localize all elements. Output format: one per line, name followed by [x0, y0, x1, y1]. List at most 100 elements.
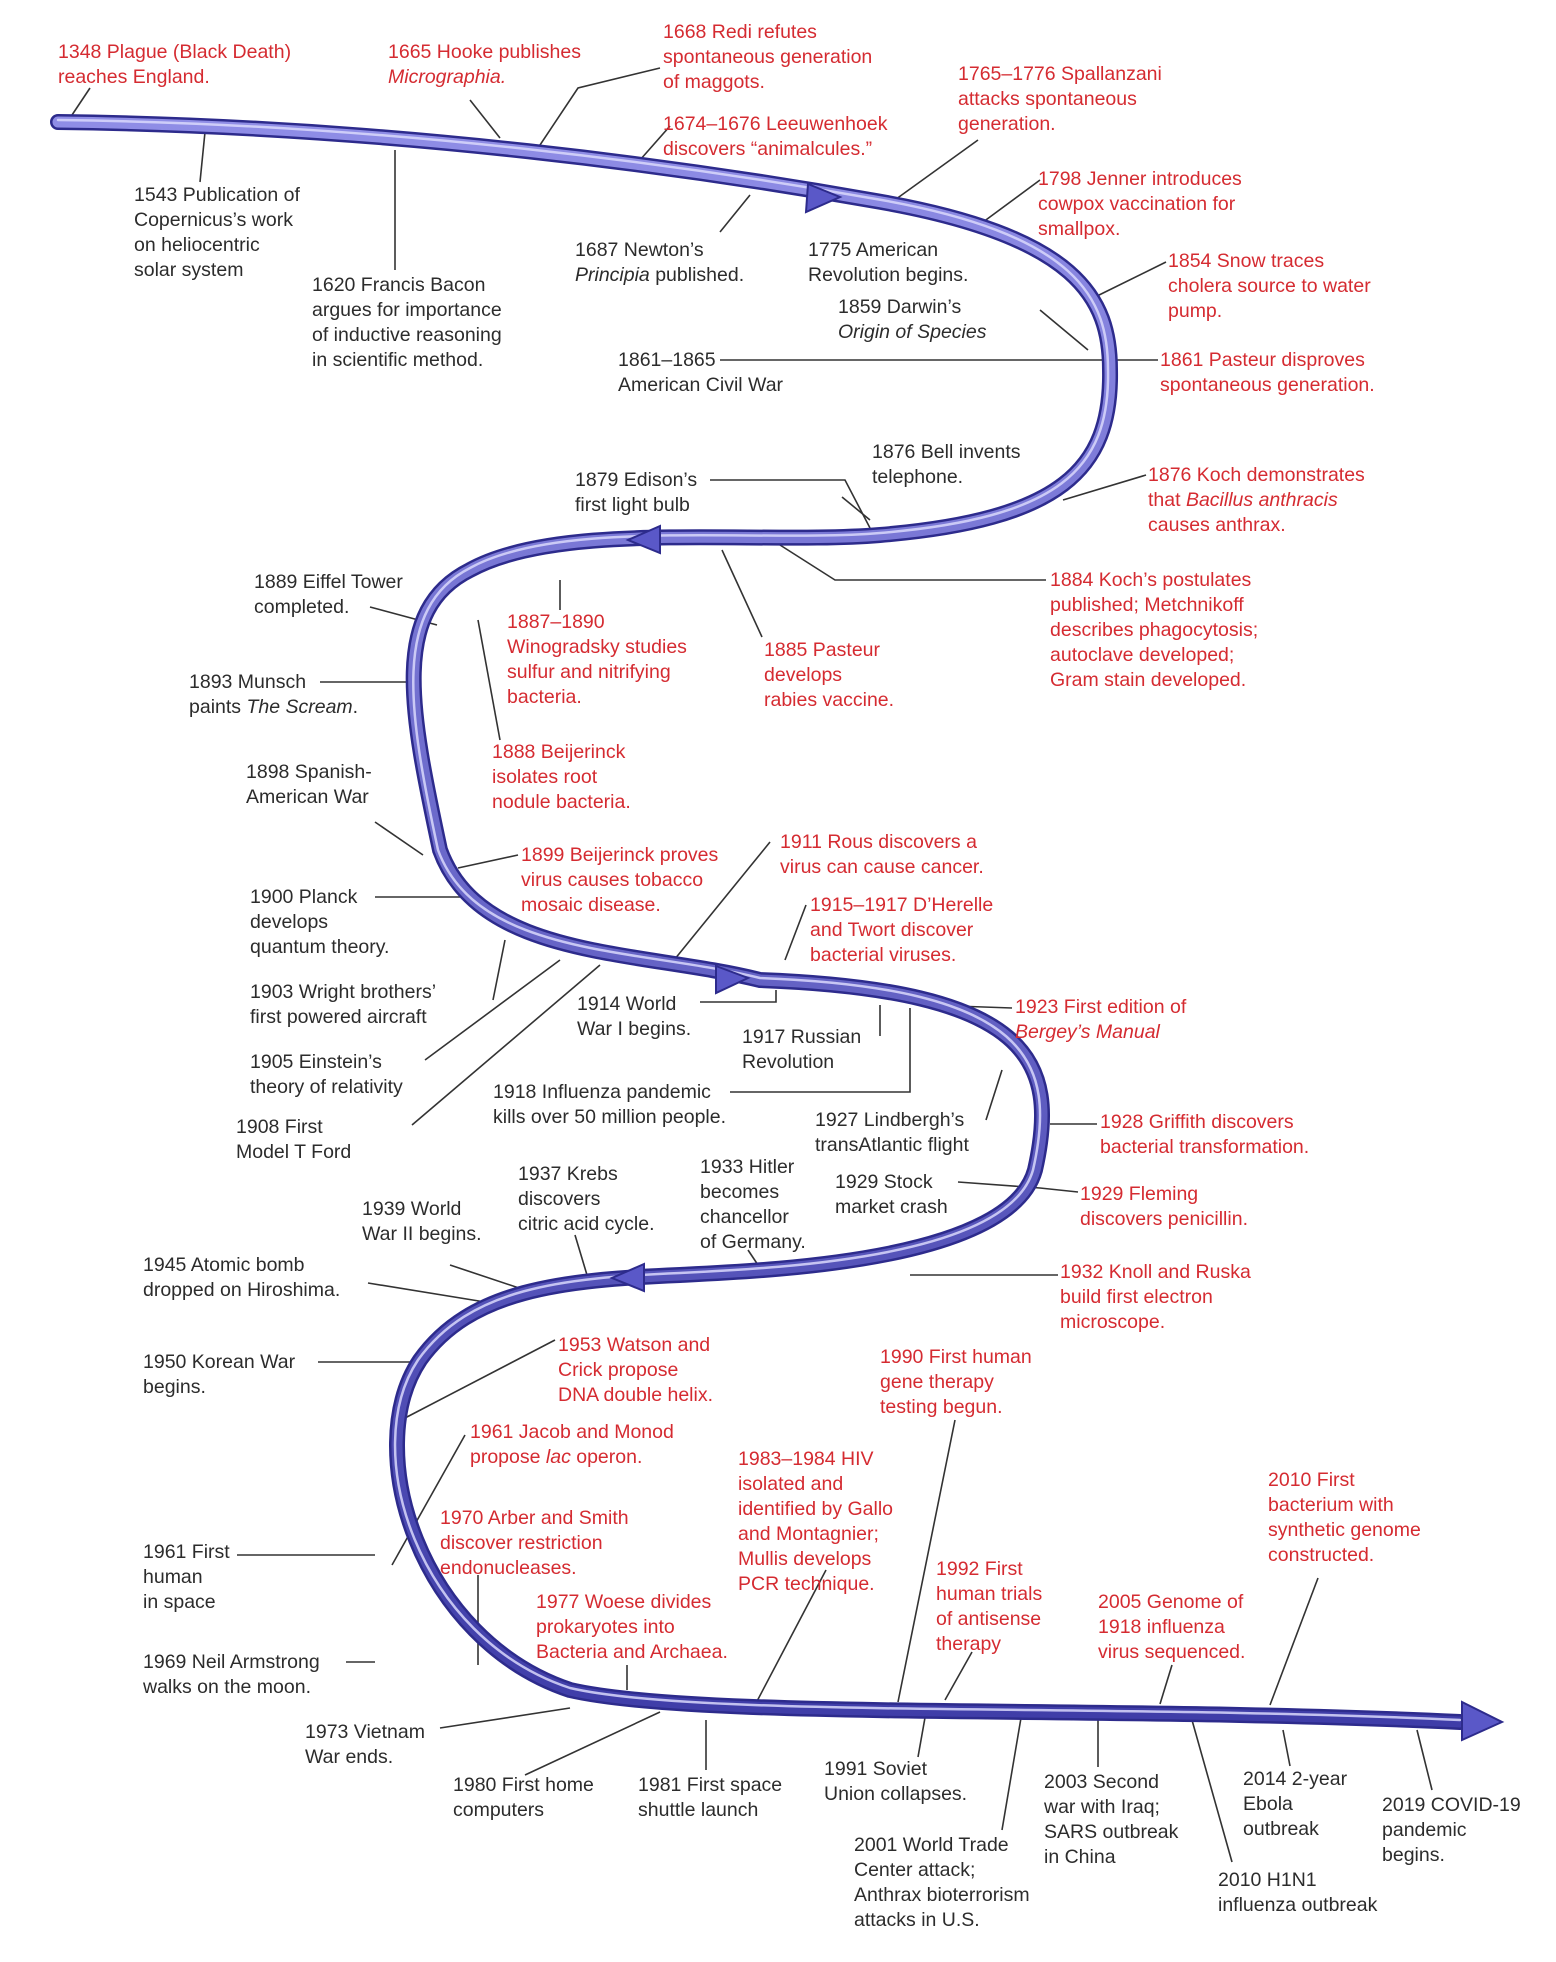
event-1859: 1859 Darwin’s Origin of Species: [838, 296, 987, 343]
event-1918: 1918 Influenza pandemic kills over 50 mi…: [493, 1081, 727, 1128]
event-1937: 1937 Krebs discovers citric acid cycle.: [518, 1163, 655, 1235]
event-1939: 1939 World War II begins.: [362, 1198, 482, 1245]
italic-title: lac: [545, 1446, 571, 1468]
event-1876-koch: 1876 Koch demonstrates that Bacillus ant…: [1148, 464, 1365, 536]
leader-line: [779, 544, 1046, 581]
event-1687: 1687 Newton’s Principia published.: [575, 239, 745, 286]
event-1961-operon: 1961 Jacob and Monod propose lac operon.: [470, 1421, 674, 1468]
event-1950: 1950 Korean War begins.: [143, 1351, 296, 1398]
event-1885: 1885 Pasteur develops rabies vaccine.: [764, 639, 895, 711]
event-1861-civil-war: 1861–1865 American Civil War: [618, 349, 784, 396]
event-1899: 1899 Beijerinck proves virus causes toba…: [521, 844, 719, 916]
event-1911: 1911 Rous discovers a virus can cause ca…: [780, 831, 984, 878]
leader-line: [841, 496, 871, 521]
event-1620: 1620 Francis Bacon argues for importance…: [312, 274, 502, 371]
leader-line: [411, 964, 601, 1126]
italic-title: Bacillus anthracis: [1185, 489, 1338, 511]
event-1992: 1992 First human trials of antisense the…: [936, 1558, 1043, 1655]
leader-line: [477, 619, 501, 741]
leader-line: [754, 1569, 827, 1706]
leader-line: [374, 821, 424, 856]
event-2001: 2001 World Trade Center attack; Anthrax …: [854, 1834, 1030, 1931]
event-1854: 1854 Snow traces cholera source to water…: [1168, 250, 1371, 322]
event-1889: 1889 Eiffel Tower completed.: [254, 571, 403, 618]
event-1983: 1983–1984 HIV isolated and identified by…: [738, 1448, 894, 1595]
leader-line: [730, 1008, 911, 1093]
leader-line: [469, 99, 501, 139]
leader-line: [957, 1181, 1079, 1193]
event-1798: 1798 Jenner introduces cowpox vaccinatio…: [1038, 168, 1242, 240]
leader-line: [719, 194, 751, 233]
event-1929-penicillin: 1929 Fleming discovers penicillin.: [1080, 1183, 1248, 1230]
leader-line: [1039, 309, 1089, 351]
leader-line: [69, 87, 91, 119]
leader-line: [404, 1339, 556, 1419]
leader-line: [669, 841, 771, 966]
event-1879: 1879 Edison’s first light bulb: [575, 469, 698, 516]
arrowhead-end: [1461, 1700, 1505, 1742]
italic-title: Principia: [575, 264, 650, 286]
event-1876-bell: 1876 Bell invents telephone.: [872, 441, 1021, 488]
event-1970: 1970 Arber and Smith discover restrictio…: [440, 1507, 629, 1579]
event-1888: 1888 Beijerinck isolates root nodule bac…: [492, 741, 631, 813]
event-1973: 1973 Vietnam War ends.: [305, 1721, 425, 1768]
event-2010-genome: 2010 First bacterium with synthetic geno…: [1268, 1469, 1421, 1566]
leader-lines: [69, 67, 1433, 1863]
event-1908: 1908 First Model T Ford: [236, 1116, 352, 1163]
leader-line: [457, 854, 519, 869]
leader-line: [710, 479, 871, 529]
event-1348: 1348 Plague (Black Death) reaches Englan…: [58, 41, 292, 88]
leader-line: [439, 1707, 571, 1729]
leader-line: [784, 904, 807, 961]
event-1923: 1923 First edition of Bergey’s Manual: [1015, 996, 1187, 1043]
leader-line: [1159, 1664, 1173, 1705]
event-2003: 2003 Second war with Iraq; SARS outbreak…: [1044, 1771, 1179, 1868]
event-1969: 1969 Neil Armstrong walks on the moon.: [143, 1651, 320, 1698]
event-1915: 1915–1917 D’Herelle and Twort discover b…: [810, 894, 994, 966]
leader-line: [1282, 1729, 1291, 1767]
arrowhead-4: [609, 1262, 645, 1293]
italic-title: Bergey’s Manual: [1015, 1021, 1160, 1043]
event-1953: 1953 Watson and Crick propose DNA double…: [558, 1334, 714, 1406]
leader-line: [199, 131, 206, 183]
event-1977: 1977 Woese divides prokaryotes into Bact…: [536, 1591, 728, 1663]
event-1981: 1981 First space shuttle launch: [638, 1774, 783, 1821]
leader-line: [1189, 1712, 1233, 1863]
event-1674: 1674–1676 Leeuwenhoek discovers “animalc…: [663, 113, 888, 160]
leader-line: [492, 939, 506, 1001]
event-1900: 1900 Planck develops quantum theory.: [250, 886, 390, 958]
event-1928: 1928 Griffith discovers bacterial transf…: [1100, 1111, 1310, 1158]
leader-line: [700, 990, 777, 1003]
event-1884: 1884 Koch’s postulates published; Metchn…: [1050, 569, 1259, 691]
event-1927: 1927 Lindbergh’s transAtlantic flight: [815, 1109, 969, 1156]
italic-title: Origin of Species: [838, 321, 987, 343]
leader-line: [1062, 474, 1147, 501]
italic-title: The Scream: [246, 696, 353, 718]
leader-line: [524, 1711, 661, 1776]
leader-line: [1269, 1577, 1319, 1706]
event-1929-crash: 1929 Stock market crash: [835, 1171, 948, 1218]
leader-line: [537, 67, 661, 149]
event-1914: 1914 World War I begins.: [577, 993, 692, 1040]
event-2010-h1n1: 2010 H1N1 influenza outbreak: [1218, 1869, 1378, 1916]
arrowhead-1: [804, 182, 843, 214]
event-2005: 2005 Genome of 1918 influenza virus sequ…: [1098, 1591, 1246, 1663]
leader-line: [897, 1419, 956, 1703]
leader-line: [1092, 261, 1167, 299]
event-2019: 2019 COVID-19 pandemic begins.: [1382, 1794, 1521, 1866]
leader-line: [891, 139, 979, 203]
leader-line: [391, 1434, 466, 1566]
event-1665: 1665 Hooke publishes Micrographia.: [388, 41, 581, 88]
arrowhead-3: [715, 964, 751, 995]
arrowhead-2: [625, 524, 661, 555]
leader-line: [917, 1711, 927, 1758]
leader-line: [639, 125, 671, 161]
event-1932: 1932 Knoll and Ruska build first electro…: [1060, 1261, 1251, 1333]
ribbon-highlight: [56, 118, 1462, 1722]
event-1917: 1917 Russian Revolution: [742, 1026, 862, 1073]
event-1905: 1905 Einstein’s theory of relativity: [250, 1051, 403, 1098]
event-1893: 1893 Munsch paints The Scream.: [189, 671, 359, 718]
event-1765: 1765–1776 Spallanzani attacks spontaneou…: [958, 63, 1162, 135]
